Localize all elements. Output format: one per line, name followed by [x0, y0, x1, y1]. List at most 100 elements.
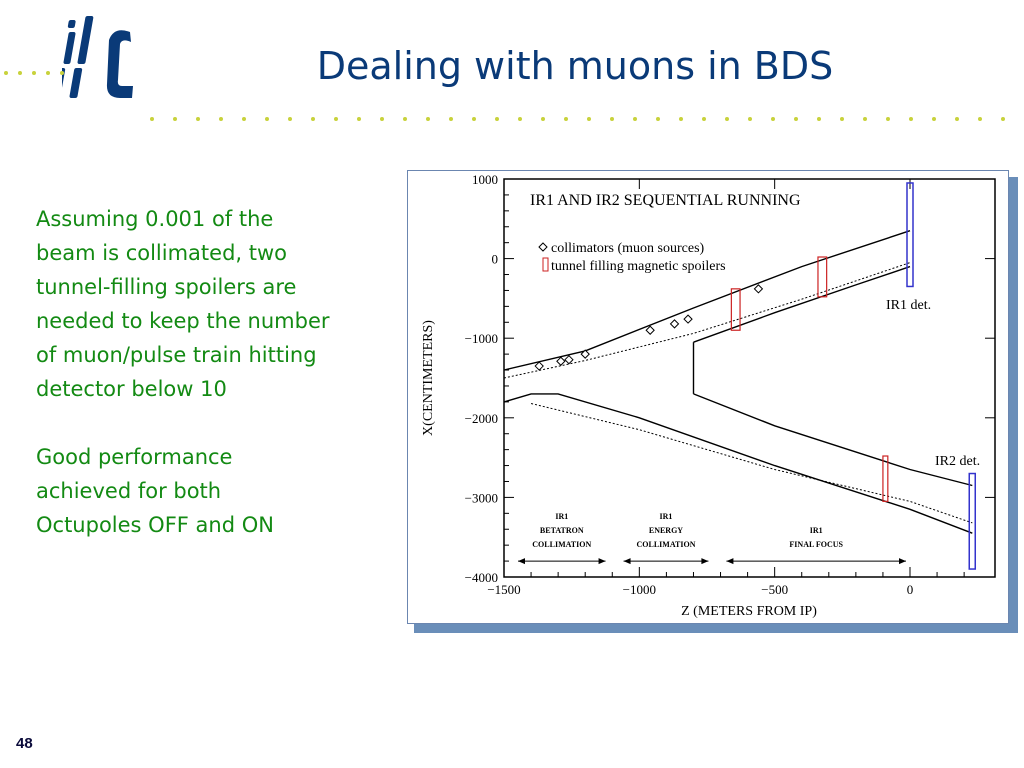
rule-dot	[771, 117, 775, 121]
text-line: beam is collimated, two	[36, 241, 288, 265]
collimator-marker	[753, 284, 764, 294]
rule-dot	[288, 117, 292, 121]
tunnel-wall-line	[693, 393, 973, 487]
rule-dot	[564, 117, 568, 121]
rule-dot	[541, 117, 545, 121]
rule-dot	[449, 117, 453, 121]
collimator-marker	[580, 349, 590, 359]
rule-dot	[150, 117, 154, 121]
rule-dot	[794, 117, 798, 121]
rule-dot	[426, 117, 430, 121]
region-label: IR1	[810, 526, 823, 535]
rule-dot	[725, 117, 729, 121]
y-tick-label: −2000	[465, 411, 498, 426]
text-line: tunnel-filling spoilers are	[36, 275, 297, 299]
text-line: Assuming 0.001 of the	[36, 207, 274, 231]
rule-dot	[587, 117, 591, 121]
collimator-marker	[534, 361, 544, 371]
text-line: needed to keep the number	[36, 309, 330, 333]
rule-dot	[357, 117, 361, 121]
rule-dot	[495, 117, 499, 121]
collimator-marker	[645, 325, 655, 335]
rule-dot	[702, 117, 706, 121]
collimator-marker	[564, 354, 574, 365]
rule-dot	[955, 117, 959, 121]
rule-dot	[610, 117, 614, 121]
rule-dot	[265, 117, 269, 121]
rule-dot	[403, 117, 407, 121]
text-line: achieved for both	[36, 479, 222, 503]
ir1-detector-marker	[906, 182, 914, 288]
collimator-marker	[669, 319, 680, 329]
rule-dot	[633, 117, 637, 121]
region-label: ENERGY	[649, 526, 683, 535]
region-arrowhead-right	[598, 558, 606, 565]
legend-spoilers: tunnel filling magnetic spoilers	[551, 259, 726, 274]
x-tick-label: −1500	[487, 582, 520, 597]
text-line: Good performance	[36, 445, 233, 469]
rule-dot	[932, 117, 936, 121]
decorative-dotted-rule	[150, 117, 1005, 121]
collimator-marker	[683, 314, 693, 324]
legend-collimator-marker	[538, 242, 548, 252]
rule-dot	[978, 117, 982, 121]
tunnel-wall-line	[503, 393, 973, 534]
y-tick-label: 1000	[472, 172, 498, 187]
region-label: FINAL FOCUS	[789, 540, 843, 549]
rule-dot	[518, 117, 522, 121]
region-label: IR1	[660, 512, 673, 521]
region-label: IR1	[555, 512, 568, 521]
spoiler-marker	[817, 256, 828, 298]
muon-plot: IR1 AND IR2 SEQUENTIAL RUNNING collimato…	[421, 172, 996, 619]
y-tick-label: −1000	[465, 331, 498, 346]
collimator-marker	[556, 356, 566, 366]
spoiler-marker	[730, 288, 741, 331]
plot-frame	[503, 178, 996, 578]
rule-dot	[909, 117, 913, 121]
paragraph-assumption: Assuming 0.001 of the beam is collimated…	[36, 202, 406, 406]
x-axis-label: Z (METERS FROM IP)	[681, 604, 817, 619]
rule-dot	[173, 117, 177, 121]
legend: collimators (muon sources) tunnel fillin…	[538, 241, 726, 274]
region-arrowhead-left	[623, 558, 631, 565]
rule-dot	[1001, 117, 1005, 121]
x-tick-label: 0	[907, 582, 914, 597]
region-arrowhead-right	[701, 558, 709, 565]
paragraph-performance: Good performance achieved for both Octup…	[36, 440, 406, 542]
region-label: COLLIMATION	[532, 540, 591, 549]
rule-dot	[380, 117, 384, 121]
rule-dot	[886, 117, 890, 121]
y-tick-label: 0	[492, 252, 499, 267]
tunnel-wall-line	[503, 230, 911, 371]
rule-dot	[219, 117, 223, 121]
rule-dot	[472, 117, 476, 121]
y-tick-label: −3000	[465, 490, 498, 505]
y-axis-label: X(CENTIMETERS)	[421, 320, 436, 436]
text-line: detector below 10	[36, 377, 227, 401]
y-tick-label: −4000	[465, 570, 498, 585]
decorative-dots-left	[4, 71, 64, 75]
page-number: 48	[16, 735, 33, 752]
ilc-logo	[62, 16, 133, 99]
muon-plot-figure: IR1 AND IR2 SEQUENTIAL RUNNING collimato…	[407, 170, 1009, 624]
slide-title: Dealing with muons in BDS	[316, 44, 834, 88]
text-line: of muon/pulse train hitting	[36, 343, 317, 367]
region-arrowhead-left	[518, 558, 525, 565]
tunnel-wall-line	[693, 265, 911, 343]
rule-dot	[863, 117, 867, 121]
region-label: BETATRON	[540, 526, 584, 535]
rule-dot	[748, 117, 752, 121]
rule-dot	[817, 117, 821, 121]
chart-title: IR1 AND IR2 SEQUENTIAL RUNNING	[530, 192, 801, 209]
text-line: Octupoles OFF and ON	[36, 513, 274, 537]
rule-dot	[334, 117, 338, 121]
ilc-logo-mark	[62, 16, 133, 99]
x-tick-label: −1000	[623, 582, 656, 597]
region-label: COLLIMATION	[637, 540, 696, 549]
rule-dot	[679, 117, 683, 121]
rule-dot	[196, 117, 200, 121]
rule-dot	[656, 117, 660, 121]
rule-dot	[311, 117, 315, 121]
spoiler-marker	[882, 455, 889, 502]
ir2-det-label: IR2 det.	[935, 454, 980, 469]
